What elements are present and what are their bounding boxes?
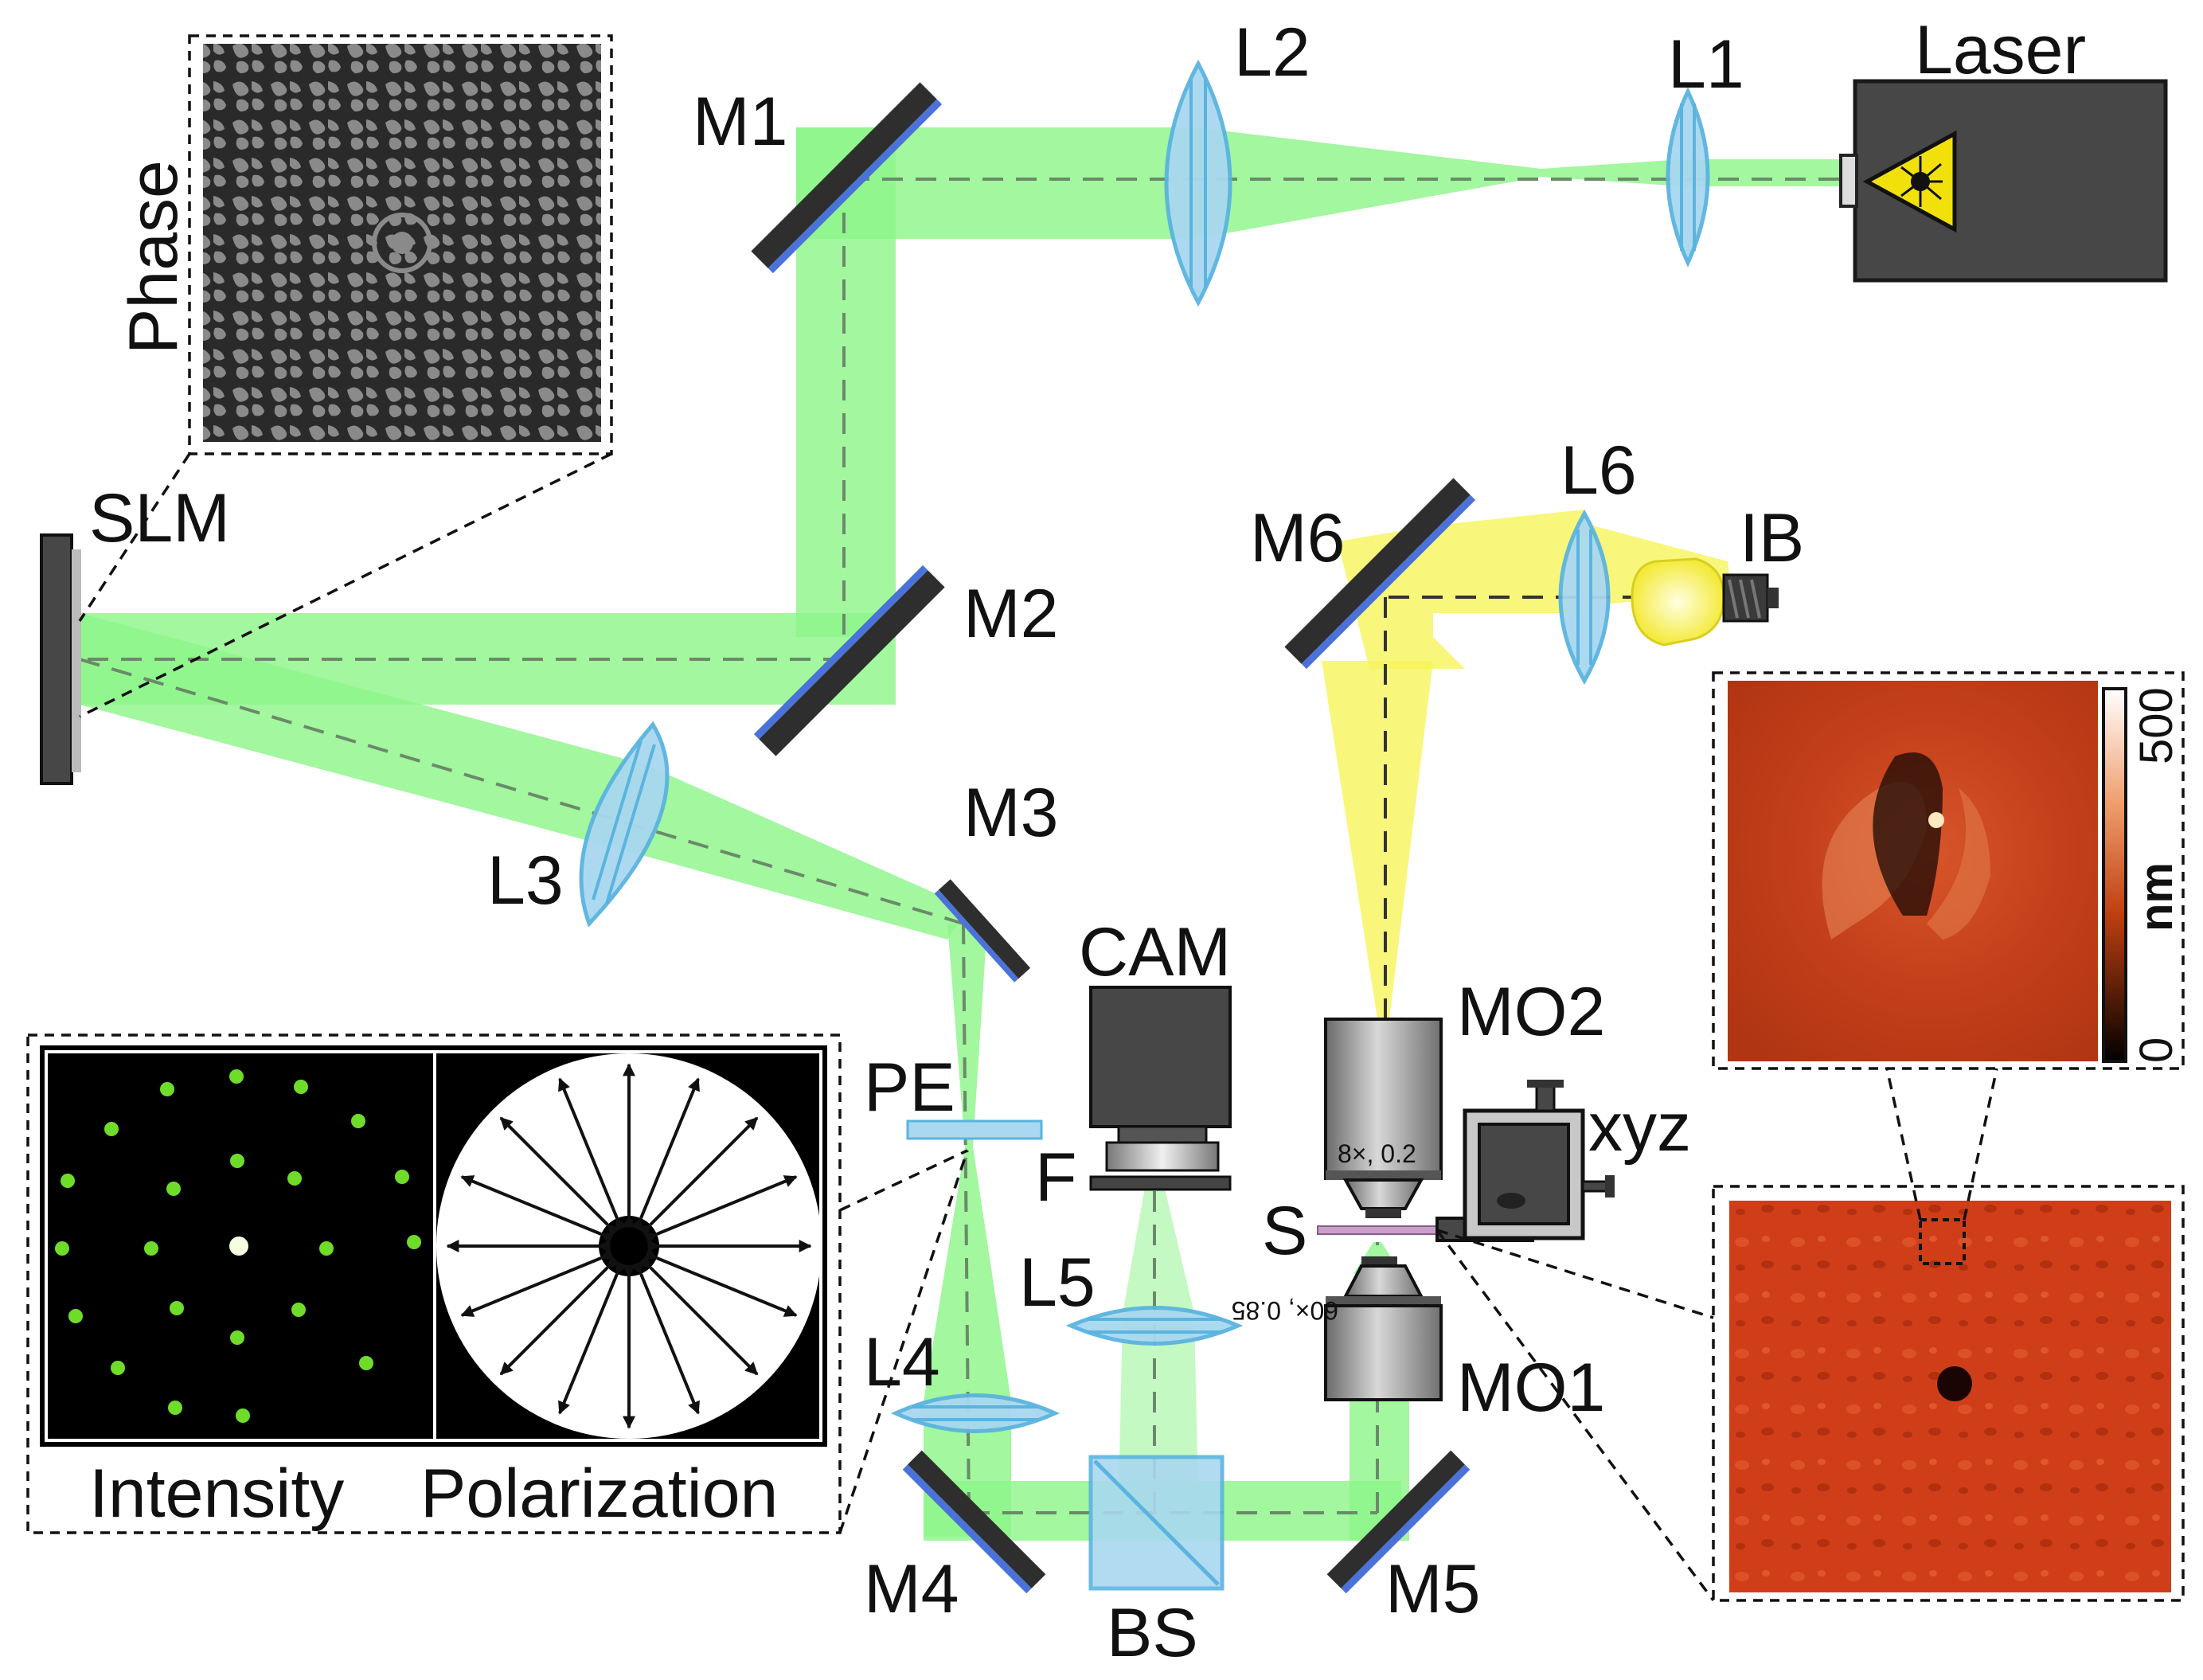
phase-inset: Phase (78, 34, 613, 718)
intensity-pattern (55, 1069, 421, 1423)
double-headed-arrow-icon (446, 1063, 812, 1429)
l2-label: L2 (1234, 14, 1310, 91)
beam-splitter: BS (1088, 1455, 1225, 1671)
beam-m3-pe (947, 924, 987, 1147)
illumination-source-ib: IB (1631, 500, 1804, 647)
slm-device: SLM (40, 480, 230, 785)
beam-laser-out (1684, 159, 1843, 186)
mirror-m2 (753, 565, 945, 756)
m2-label: M2 (963, 576, 1058, 652)
lens-l5: L5 (1019, 1244, 1244, 1346)
laser-aperture (1839, 154, 1858, 208)
mirror-m1 (751, 82, 943, 274)
lens-l6: L6 (1558, 432, 1637, 686)
beam-profile-inset: Intensity Polarization (26, 1033, 969, 1534)
mo1-spec: 60×, 0.85 (1232, 1296, 1338, 1325)
mirror-m5 (1326, 1450, 1471, 1594)
beam-slm-m3 (80, 613, 967, 940)
m5-label: M5 (1385, 1551, 1480, 1627)
m4-label: M4 (864, 1551, 959, 1627)
mirror-m4 (902, 1450, 1046, 1594)
mo2-label: MO2 (1457, 974, 1605, 1050)
laser-hazard-triangle-icon (1862, 130, 1957, 233)
l4-label: L4 (864, 1324, 940, 1401)
mirror-m3 (934, 879, 1031, 983)
lens-l4: L4 (864, 1324, 1060, 1433)
beam-bs-l5 (1119, 1314, 1198, 1497)
afm-zoom-inset: 500 nm 0 (1712, 671, 2185, 1070)
sample-s (1317, 1225, 1438, 1235)
f-label: F (1035, 1139, 1077, 1216)
mo1-label: MO1 (1457, 1350, 1605, 1426)
ib-label: IB (1740, 500, 1804, 576)
m3-label: M3 (963, 775, 1058, 851)
colorbar-min: 0 (2131, 1037, 2182, 1063)
phase-label: Phase (115, 160, 192, 354)
xyz-label: xyz (1588, 1089, 1691, 1166)
m6-label: M6 (1250, 500, 1345, 576)
camera: CAM F (1035, 914, 1232, 1216)
laser-label: Laser (1915, 12, 2086, 88)
objective-mo2: 8×, 0.2 MO2 (1324, 974, 1605, 1218)
mo2-spec: 8×, 0.2 (1338, 1139, 1416, 1168)
laser-source: Laser (1839, 12, 2168, 283)
lens-l1: L1 (1666, 26, 1744, 268)
beam-l5-cam (1123, 1178, 1194, 1314)
colorbar-unit: nm (2131, 862, 2182, 932)
polarization-label: Polarization (420, 1455, 778, 1532)
slm-label: SLM (89, 480, 230, 557)
beam-m6-mo2 (1322, 661, 1433, 1019)
phase-element-pe: PE (864, 1049, 1043, 1140)
afm-overview-inset (1435, 1068, 2185, 1602)
lens-l2: L2 (1164, 14, 1310, 307)
lens-l3: L3 (487, 721, 670, 928)
beam-l1-focus (1541, 159, 1684, 186)
m1-label: M1 (693, 84, 787, 160)
polarization-pattern (436, 1053, 822, 1439)
intensity-label: Intensity (89, 1455, 344, 1532)
l1-label: L1 (1668, 26, 1744, 103)
s-label: S (1262, 1193, 1307, 1269)
bs-label: BS (1107, 1595, 1198, 1671)
filter-f (1089, 1175, 1232, 1191)
l3-label: L3 (487, 842, 564, 919)
beam-focus-l2 (1194, 127, 1541, 239)
mirror-m6 (1284, 478, 1476, 670)
colorbar (2102, 687, 2127, 1063)
sample-stage: S xyz (1262, 1080, 1691, 1269)
cam-label: CAM (1079, 914, 1231, 990)
l5-label: L5 (1019, 1244, 1096, 1321)
pe-label: PE (864, 1049, 955, 1126)
objective-mo1: 60×, 0.85 MO1 (1232, 1256, 1605, 1426)
colorbar-max: 500 (2131, 687, 2182, 764)
l6-label: L6 (1560, 432, 1637, 509)
